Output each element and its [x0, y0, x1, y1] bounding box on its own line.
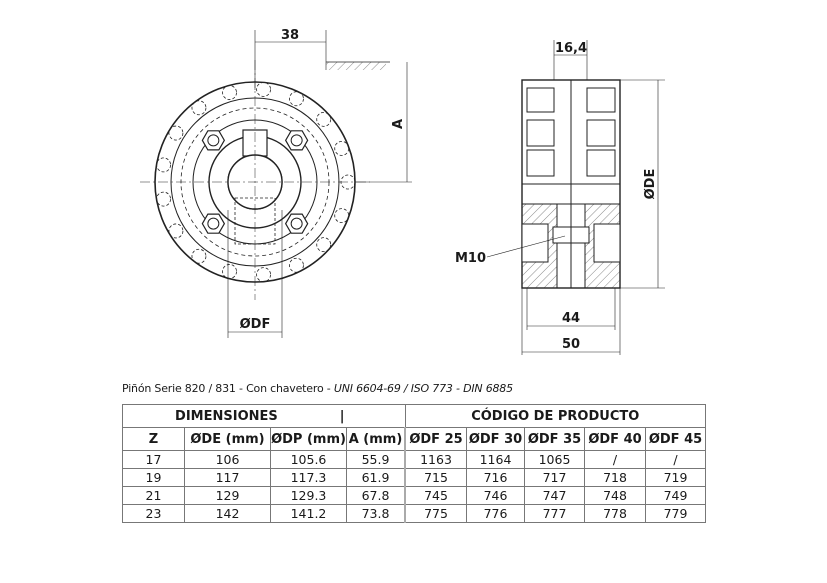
tooth-root [256, 267, 271, 283]
group-header-row: DIMENSIONES | CÓDIGO DE PRODUCTO [122, 404, 706, 428]
tooth-root [156, 157, 171, 173]
table-cell: 775 [404, 504, 467, 523]
tooth-root [316, 237, 332, 253]
bolt-hole [207, 134, 220, 147]
bolt-hole [290, 217, 303, 230]
table-cell: 776 [466, 504, 525, 523]
group-separator: | [339, 408, 345, 424]
table-cell: 778 [584, 504, 646, 523]
nut-icon [201, 213, 226, 234]
table-cell: 61.9 [346, 468, 406, 487]
tooth-root [168, 125, 184, 141]
nut-icon [284, 130, 309, 151]
table-cell: 17 [122, 450, 185, 469]
table-cell: 105.6 [270, 450, 347, 469]
chain-link-slot [586, 119, 616, 147]
dim-a: A [391, 119, 406, 129]
tooth-root [316, 111, 332, 127]
table-cell: 746 [466, 486, 525, 505]
group-codes: CÓDIGO DE PRODUCTO [405, 404, 706, 428]
table-cell: 749 [645, 486, 706, 505]
dim-de: ØDE [643, 169, 658, 200]
table-cell: 779 [645, 504, 706, 523]
chain-link-slot [526, 119, 555, 147]
tooth-root [222, 264, 237, 279]
table-cell: 117 [184, 468, 271, 487]
table-cell: 717 [524, 468, 585, 487]
table-cell: 117.3 [270, 468, 347, 487]
dim-44: 44 [562, 311, 580, 326]
table-cell: 748 [584, 486, 646, 505]
tooth-root [191, 100, 207, 116]
bolt-hole [290, 134, 303, 147]
bolt-hole [207, 217, 220, 230]
table-cell: 55.9 [346, 450, 406, 469]
column-header: ØDF 45 [645, 427, 706, 451]
dim-38: 38 [281, 28, 299, 43]
chain-link-slot [526, 87, 555, 113]
table-cell: 106 [184, 450, 271, 469]
table-cell: 141.2 [270, 504, 347, 523]
caption-standards: UNI 6604-69 / ISO 773 - DIN 6885 [333, 382, 513, 395]
table-cell: 1163 [404, 450, 467, 469]
table-cell: 129.3 [270, 486, 347, 505]
table-cell: 719 [645, 468, 706, 487]
dim-50: 50 [562, 337, 580, 352]
column-header: A (mm) [346, 427, 406, 451]
table-cell: 1164 [466, 450, 525, 469]
table-cell: 718 [584, 468, 646, 487]
column-header: ØDF 25 [404, 427, 467, 451]
table-cell: 1065 [524, 450, 585, 469]
table-cell: 67.8 [346, 486, 406, 505]
dim-m10: M10 [455, 251, 486, 266]
column-header: ØDP (mm) [270, 427, 347, 451]
tooth-root [168, 223, 184, 239]
table-cell: / [584, 450, 646, 469]
table-cell: 23 [122, 504, 185, 523]
table-cell: 777 [524, 504, 585, 523]
table-cell: 21 [122, 486, 185, 505]
table-cell: 716 [466, 468, 525, 487]
table-cell: 745 [404, 486, 467, 505]
table-cell: 19 [122, 468, 185, 487]
table-cell: 142 [184, 504, 271, 523]
nut-icon [284, 213, 309, 234]
column-header: ØDF 30 [466, 427, 525, 451]
column-header: Z [122, 427, 185, 451]
front-view [140, 30, 412, 338]
tooth-root [256, 81, 271, 97]
table-cell: / [645, 450, 706, 469]
chain-link-slot [526, 149, 555, 177]
side-view [486, 40, 665, 355]
tooth-root [222, 85, 237, 100]
technical-drawing: 38 A ØDF 16,4 ØDE M10 44 50 [140, 28, 665, 355]
dim-16-4: 16,4 [555, 41, 587, 56]
table-caption: Piñón Serie 820 / 831 - Con chavetero - … [122, 382, 513, 395]
table-cell: 715 [404, 468, 467, 487]
chain-link-slot [586, 149, 616, 177]
column-header: ØDF 40 [584, 427, 646, 451]
table-cell: 747 [524, 486, 585, 505]
tooth-root [156, 191, 171, 207]
chain-link-slot [586, 87, 616, 113]
dim-df: ØDF [240, 317, 271, 332]
column-header: ØDE (mm) [184, 427, 271, 451]
caption-text: Piñón Serie 820 / 831 - Con chavetero - [122, 382, 334, 395]
nut-icon [201, 130, 226, 151]
group-dimensions: DIMENSIONES [175, 408, 278, 424]
table-cell: 73.8 [346, 504, 406, 523]
column-header: ØDF 35 [524, 427, 585, 451]
table-cell: 129 [184, 486, 271, 505]
tooth-root [191, 248, 207, 264]
